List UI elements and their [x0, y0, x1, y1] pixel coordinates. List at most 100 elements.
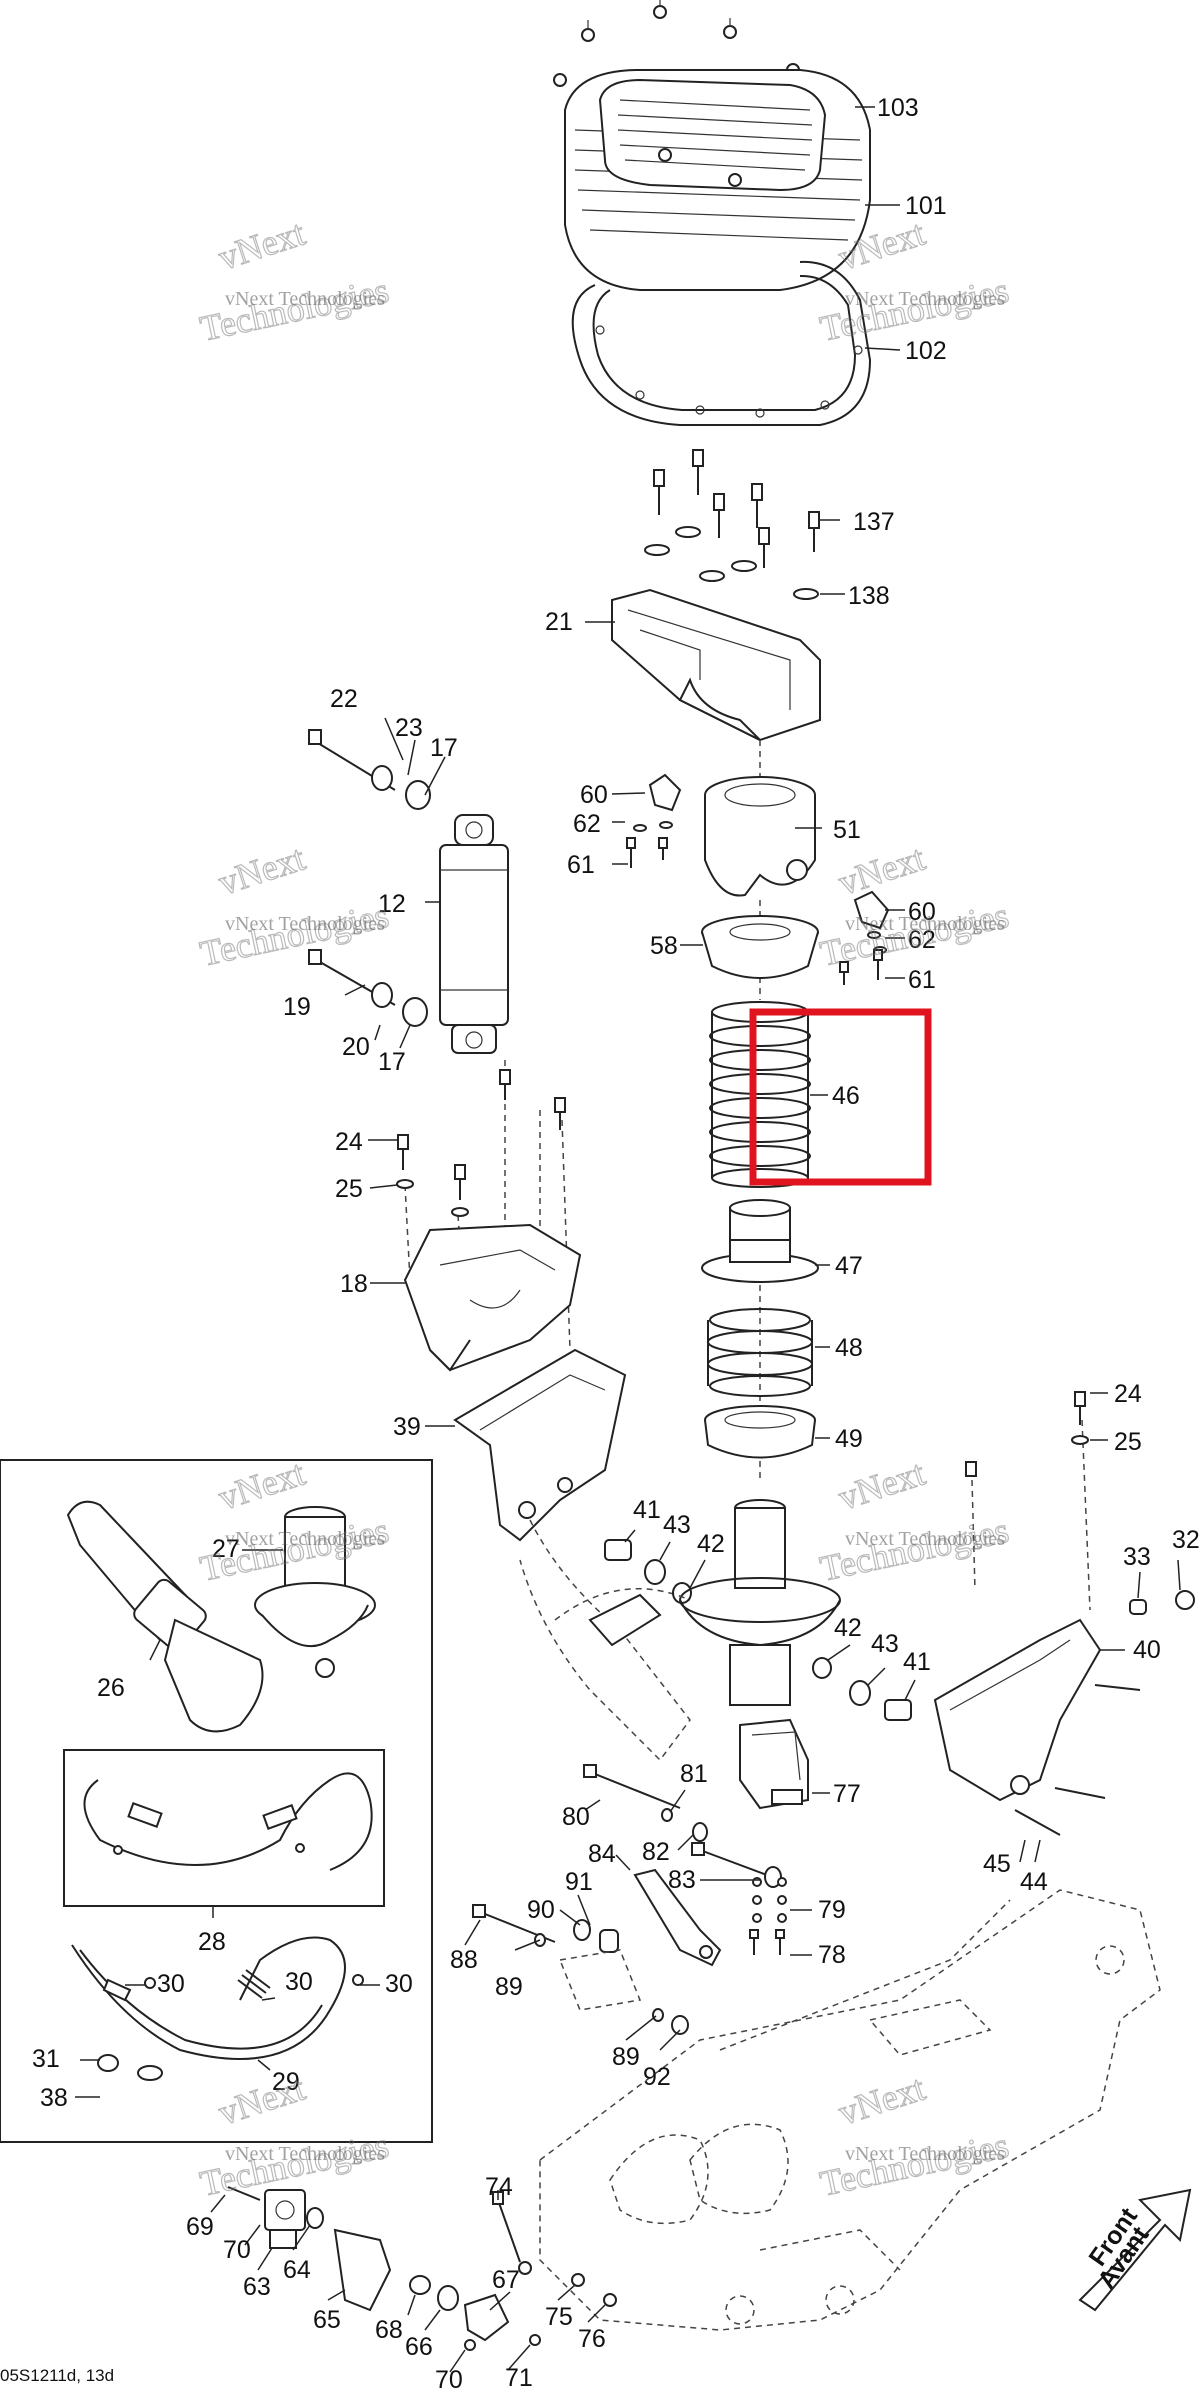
frame-dashed — [539, 1889, 1161, 2331]
callout-43-right: 43 — [871, 1630, 899, 1658]
watermark-text-1: vNext Technologies — [225, 288, 385, 310]
shock-absorber-12 — [308, 729, 509, 1054]
callout-65: 65 — [313, 2306, 341, 2334]
callout-77: 77 — [833, 1780, 861, 1808]
callout-30-a: 30 — [157, 1970, 185, 1998]
callout-63: 63 — [243, 2273, 271, 2301]
spring-seat-58 — [701, 915, 819, 979]
callout-33: 33 — [1123, 1543, 1151, 1571]
watermark-text-4: vNext Technologies — [845, 913, 1005, 935]
callout-41-left: 41 — [633, 1496, 661, 1524]
callout-71: 71 — [505, 2364, 533, 2392]
callout-28: 28 — [198, 1928, 226, 1956]
watermark-big-6a: vNext — [834, 1453, 930, 1518]
callout-102: 102 — [905, 337, 947, 365]
front-arrow: Front Avant — [1078, 2188, 1192, 2312]
callout-44: 44 — [1020, 1868, 1048, 1896]
cable-29 — [71, 1936, 364, 2081]
callout-39: 39 — [393, 1413, 421, 1441]
watermark-text-7: vNext Technologies — [225, 2143, 385, 2165]
bushings-right — [812, 1657, 912, 1721]
callout-81: 81 — [680, 1760, 708, 1788]
fasteners-60-61-62 — [626, 821, 887, 985]
callout-25-right: 25 — [1114, 1428, 1142, 1456]
callout-19: 19 — [283, 993, 311, 1021]
callout-61-right: 61 — [908, 966, 936, 994]
watermark-big-5a: vNext — [214, 1453, 310, 1518]
callout-138: 138 — [848, 582, 890, 610]
callout-12: 12 — [378, 890, 406, 918]
seat-49 — [704, 1405, 816, 1459]
watermark-text-2: vNext Technologies — [845, 288, 1005, 310]
callout-74: 74 — [485, 2173, 513, 2201]
callout-46: 46 — [832, 1082, 860, 1110]
callout-25-left: 25 — [335, 1175, 363, 1203]
callout-38: 38 — [40, 2084, 68, 2112]
highlight-box-part-46[interactable] — [749, 1008, 932, 1186]
bolts-137 — [644, 449, 820, 600]
diagram-code: 05S1211d, 13d — [0, 2366, 115, 2385]
callout-90: 90 — [527, 1896, 555, 1924]
callout-76: 76 — [578, 2325, 606, 2353]
callout-42-right: 42 — [834, 1614, 862, 1642]
harness-28 — [83, 1772, 373, 1871]
callout-101: 101 — [905, 192, 947, 220]
callout-49: 49 — [835, 1425, 863, 1453]
mount-51 — [648, 773, 890, 930]
watermark-big-7a: vNext — [214, 2068, 310, 2133]
callout-42-left: 42 — [697, 1530, 725, 1558]
callout-89-a: 89 — [495, 1973, 523, 2001]
watermark-text-5: vNext Technologies — [225, 1528, 385, 1550]
callout-75: 75 — [545, 2303, 573, 2331]
leader-lines — [75, 106, 1181, 2373]
callout-30-b: 30 — [285, 1968, 313, 1996]
harness-box — [63, 1749, 385, 1907]
spring-46 — [709, 1001, 811, 1188]
callout-62-right: 62 — [908, 926, 936, 954]
link-84 — [633, 1842, 782, 1967]
callout-24-right: 24 — [1114, 1380, 1142, 1408]
callout-61-left: 61 — [567, 851, 595, 879]
bracket-40 — [933, 1590, 1195, 1836]
callout-31: 31 — [32, 2045, 60, 2073]
callout-43-left: 43 — [663, 1511, 691, 1539]
callout-27: 27 — [212, 1535, 240, 1563]
callout-83: 83 — [668, 1866, 696, 1894]
callout-45: 45 — [983, 1850, 1011, 1878]
callout-80: 80 — [562, 1803, 590, 1831]
callout-60-left: 60 — [580, 781, 608, 809]
bracket-39 — [453, 1348, 627, 1542]
callout-89-b: 89 — [612, 2043, 640, 2071]
callout-88: 88 — [450, 1946, 478, 1974]
callout-47: 47 — [835, 1252, 863, 1280]
callout-68: 68 — [375, 2316, 403, 2344]
callout-41-right: 41 — [903, 1648, 931, 1676]
callout-137: 137 — [853, 508, 895, 536]
fasteners-24-25 — [396, 1069, 1089, 1477]
callout-29: 29 — [272, 2068, 300, 2096]
callout-22: 22 — [330, 685, 358, 713]
callout-103: 103 — [877, 94, 919, 122]
watermark-big-8a: vNext — [834, 2068, 930, 2133]
callout-26: 26 — [97, 1674, 125, 1702]
callout-18: 18 — [340, 1270, 368, 1298]
watermark-big-3a: vNext — [214, 838, 310, 903]
callout-32: 32 — [1172, 1526, 1200, 1554]
callout-60-right: 60 — [908, 898, 936, 926]
inset-box — [0, 1459, 433, 2143]
callout-78: 78 — [818, 1941, 846, 1969]
gasket-102 — [571, 260, 872, 426]
callout-58: 58 — [650, 932, 678, 960]
callout-66: 66 — [405, 2333, 433, 2361]
callout-62-left: 62 — [573, 810, 601, 838]
callout-69: 69 — [186, 2213, 214, 2241]
parts-88-91 — [472, 1904, 689, 2035]
callout-23: 23 — [395, 714, 423, 742]
bushings-left — [604, 1539, 692, 1604]
bolt-80 — [583, 1764, 708, 1842]
callout-labels: 103 101 102 137 138 21 22 23 17 60 62 61… — [32, 94, 1200, 2393]
callout-17-top: 17 — [430, 734, 458, 762]
callout-92: 92 — [643, 2063, 671, 2091]
callout-70-bottom: 70 — [435, 2366, 463, 2393]
